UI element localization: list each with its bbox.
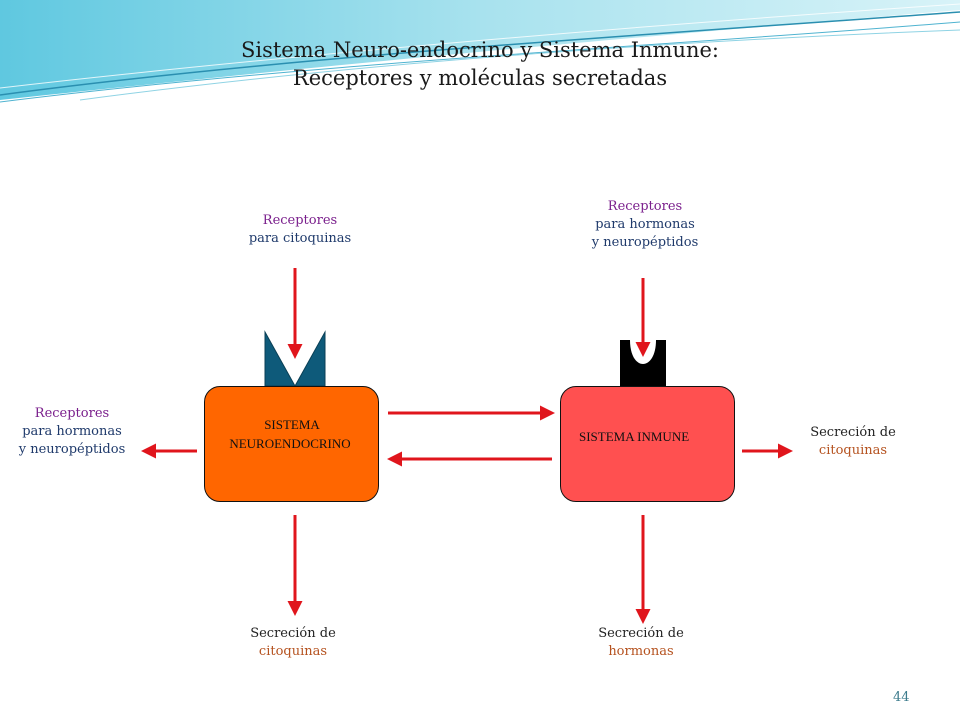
title-line-1: Sistema Neuro-endocrino y Sistema Inmune… — [240, 38, 720, 62]
label-receptores-hormonas-left: Receptores para hormonas y neuropéptidos — [0, 405, 144, 459]
label-line: y neuropéptidos — [591, 235, 699, 250]
label-line: Receptores — [262, 213, 338, 228]
label-line: Receptores — [607, 199, 683, 214]
label-line: hormonas — [608, 644, 674, 659]
receptor-v-shape — [264, 330, 326, 388]
label-line: citoquinas — [818, 443, 888, 458]
box-sistema-inmune: SISTEMA INMUNE — [560, 386, 735, 502]
label-secrecion-citoquinas-right: Secreción de citoquinas — [790, 424, 916, 460]
label-line: para citoquinas — [248, 231, 352, 246]
label-line: y neuropéptidos — [18, 442, 126, 457]
box-neuro-line-1: SISTEMA — [264, 417, 320, 432]
title-line-2: Receptores y moléculas secretadas — [292, 66, 668, 90]
label-line: Receptores — [34, 406, 110, 421]
label-line: Secreción de — [810, 425, 896, 440]
label-receptores-hormonas-top: Receptores para hormonas y neuropéptidos — [565, 198, 725, 252]
label-line: Secreción de — [250, 626, 336, 641]
box-inmune-label: SISTEMA INMUNE — [579, 429, 690, 444]
box-neuro-line-2: NEUROENDOCRINO — [229, 436, 351, 451]
page-title: Sistema Neuro-endocrino y Sistema Inmune… — [0, 36, 960, 92]
page-number: 44 — [893, 690, 910, 705]
label-receptores-citoquinas: Receptores para citoquinas — [220, 212, 380, 248]
label-line: citoquinas — [258, 644, 328, 659]
header-wave-decoration — [0, 0, 960, 103]
label-line: Secreción de — [598, 626, 684, 641]
label-secrecion-citoquinas-bottom: Secreción de citoquinas — [223, 625, 363, 661]
box-sistema-neuroendocrino: SISTEMA NEUROENDOCRINO — [204, 386, 379, 502]
label-line: para hormonas — [22, 424, 122, 439]
label-line: para hormonas — [595, 217, 695, 232]
receptor-u-shape — [620, 340, 666, 386]
label-secrecion-hormonas-bottom: Secreción de hormonas — [571, 625, 711, 661]
